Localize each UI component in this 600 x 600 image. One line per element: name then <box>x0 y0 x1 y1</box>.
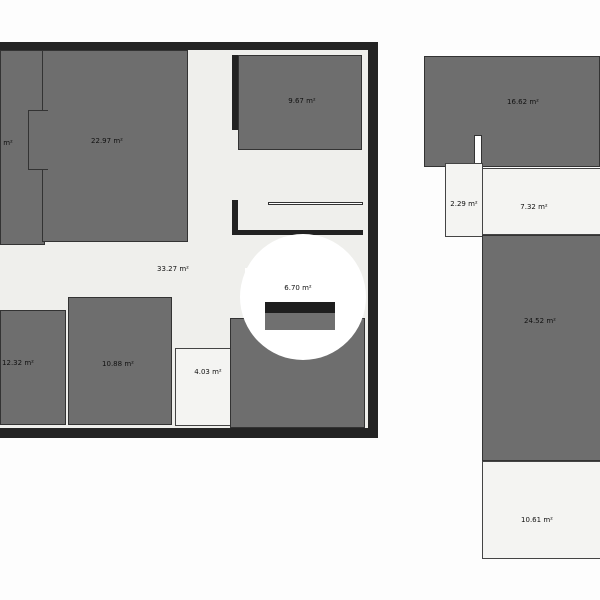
room-732-label: 7.32 m² <box>520 203 548 211</box>
room-2452 <box>482 235 600 461</box>
room-670 <box>245 268 335 302</box>
counter-base <box>265 313 335 330</box>
room-1662-label: 16.62 m² <box>507 98 539 106</box>
sliding-door <box>268 202 363 205</box>
room-1232-label: 12.32 m² <box>2 359 34 367</box>
room-403-label: 4.03 m² <box>194 368 222 376</box>
room-1662 <box>424 56 600 167</box>
wall-notch <box>474 135 482 167</box>
room-2297-notch <box>28 110 48 170</box>
room-1088-label: 10.88 m² <box>102 360 134 368</box>
room-967-label: 9.67 m² <box>288 97 316 105</box>
room-732 <box>482 168 600 235</box>
room-2297-label: 22.97 m² <box>91 137 123 145</box>
wall <box>232 200 238 235</box>
room-1061-label: 10.61 m² <box>521 516 553 524</box>
room-229-label: 2.29 m² <box>450 200 478 208</box>
room-670-label: 6.70 m² <box>284 284 312 292</box>
room-229 <box>445 163 483 237</box>
room-1061 <box>482 461 600 559</box>
wall <box>232 55 238 130</box>
counter <box>265 302 335 313</box>
hall-3327-label: 33.27 m² <box>157 265 189 273</box>
room-1232 <box>0 310 66 425</box>
room-2297 <box>42 50 188 242</box>
room-2452-label: 24.52 m² <box>524 317 556 325</box>
room-left-partial-unit: m² <box>3 139 13 147</box>
room-1088 <box>68 297 172 425</box>
room-967 <box>238 55 362 150</box>
wall <box>238 230 363 235</box>
